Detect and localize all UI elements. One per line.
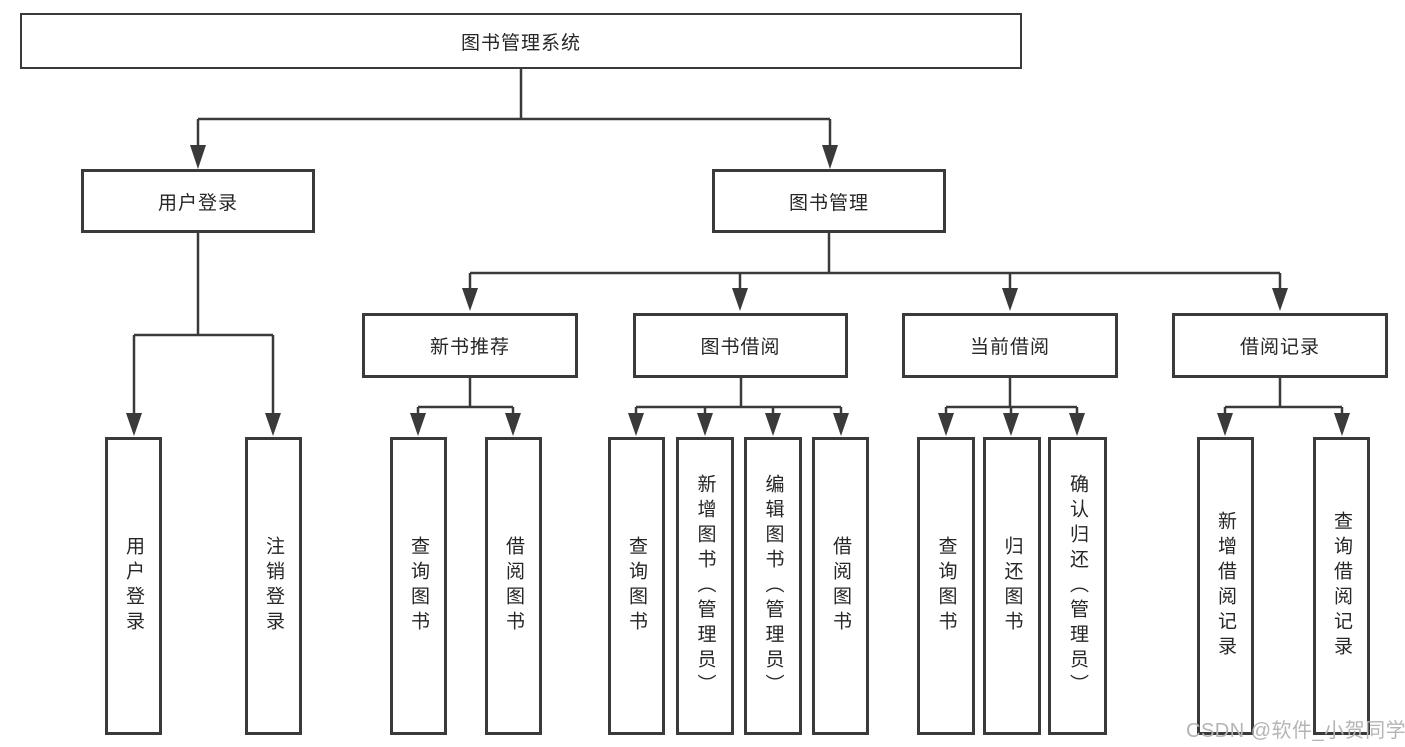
watermark: CSDN @软件_小贺同学 [1186, 720, 1405, 742]
connector-user-login-branch [132, 233, 275, 416]
node-book-management: 图书管理 [712, 169, 946, 233]
arrow-down-icon [938, 413, 954, 436]
connector-book-management-branch [468, 233, 1282, 291]
node-book-borrowing: 图书借阅 [633, 313, 848, 378]
arrow-down-icon [265, 413, 281, 436]
leaf-borrow-books-recommend: 借阅图书 [485, 437, 542, 735]
node-label: 编辑图书（管理员） [762, 473, 784, 699]
node-current-borrowing: 当前借阅 [902, 313, 1118, 378]
arrow-down-icon [628, 413, 644, 436]
arrow-down-icon [697, 413, 713, 436]
arrow-down-icon [462, 288, 478, 311]
arrow-down-icon [190, 145, 206, 169]
arrow-down-icon [732, 288, 748, 311]
node-label: 查询图书 [935, 536, 957, 636]
leaf-edit-books-admin: 编辑图书（管理员） [744, 437, 802, 735]
arrow-down-icon [1334, 413, 1350, 436]
node-label: 用户登录 [123, 536, 144, 636]
leaf-add-books-admin: 新增图书（管理员） [676, 437, 734, 735]
node-label: 新书推荐 [429, 337, 510, 358]
arrow-down-icon [410, 413, 426, 436]
node-label: 图书管理系统 [460, 32, 581, 54]
arrow-down-icon [1003, 413, 1019, 436]
node-label: 确认归还（管理员） [1067, 473, 1088, 699]
connector-current-borrow-branch [944, 378, 1079, 416]
node-label: 借阅图书 [503, 536, 524, 636]
node-label: 用户登录 [157, 192, 238, 214]
node-label: 借阅记录 [1239, 337, 1320, 358]
arrow-down-icon [1272, 288, 1288, 311]
node-label: 归还图书 [1001, 536, 1023, 636]
leaf-logout: 注销登录 [245, 437, 302, 735]
node-label: 新增图书（管理员） [694, 473, 716, 699]
node-new-book-recommend: 新书推荐 [362, 313, 578, 378]
leaf-query-books-borrow: 查询图书 [608, 437, 665, 735]
arrow-down-icon [822, 145, 838, 169]
arrow-down-icon [126, 413, 142, 436]
connector-book-borrow-branch [634, 378, 843, 416]
leaf-user-login: 用户登录 [105, 437, 162, 735]
node-label: 查询图书 [408, 536, 429, 636]
node-label: 图书管理 [788, 192, 869, 214]
leaf-query-books-current: 查询图书 [917, 437, 975, 735]
arrowhead-icons [126, 145, 1350, 436]
node-label: 图书借阅 [700, 337, 781, 358]
node-label: 借阅图书 [830, 536, 851, 636]
node-label: 当前借阅 [969, 337, 1050, 358]
node-label: 注销登录 [263, 536, 284, 636]
leaf-borrow-books: 借阅图书 [812, 437, 869, 735]
leaf-query-borrow-record: 查询借阅记录 [1313, 437, 1370, 735]
leaf-add-borrow-record: 新增借阅记录 [1197, 437, 1254, 735]
connector-root-to-level2 [196, 69, 832, 148]
node-library-management-system: 图书管理系统 [20, 13, 1022, 69]
node-user-login: 用户登录 [81, 169, 315, 233]
arrow-down-icon [505, 413, 521, 436]
node-label: 查询图书 [626, 536, 647, 636]
node-label: 新增借阅记录 [1215, 511, 1236, 661]
arrow-down-icon [765, 413, 781, 436]
arrow-down-icon [1217, 413, 1233, 436]
connector-new-book-branch [416, 378, 515, 416]
connector-borrow-records-branch [1223, 378, 1344, 416]
node-label: 查询借阅记录 [1331, 511, 1352, 661]
leaf-query-books-recommend: 查询图书 [390, 437, 447, 735]
leaf-confirm-return-admin: 确认归还（管理员） [1048, 437, 1107, 735]
arrow-down-icon [1002, 288, 1018, 311]
leaf-return-books: 归还图书 [983, 437, 1041, 735]
arrow-down-icon [1069, 413, 1085, 436]
arrow-down-icon [833, 413, 849, 436]
node-borrow-records: 借阅记录 [1172, 313, 1388, 378]
